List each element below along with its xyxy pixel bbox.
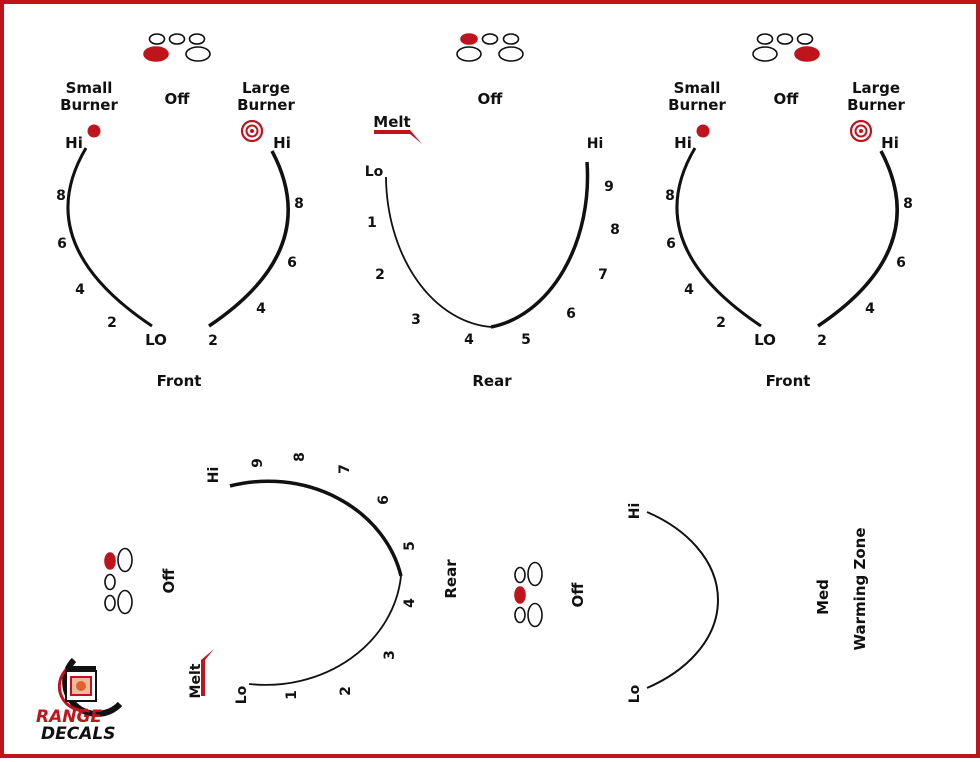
knob-rear-left: Off Melt Lo Hi 1 2 3 4 5 6 7 8 9 Rear (365, 33, 620, 390)
rear-left-arc-high (490, 161, 590, 329)
small-burner-dot-icon (696, 124, 710, 138)
logo-text: RANGE (36, 707, 102, 727)
knob-front-left: Small Burner Off Large Burner Hi Hi 8 6 … (56, 33, 304, 390)
rear-right-arc-high (229, 479, 403, 577)
scale-tick-label: 3 (382, 650, 398, 660)
off-label: Off (478, 90, 504, 108)
med-label: Med (814, 579, 832, 615)
off-label: Off (774, 90, 800, 108)
burner-indicator (143, 33, 211, 62)
scale-tick-label: 7 (337, 464, 353, 474)
large-burner-arc (208, 150, 290, 328)
small-burner-label: Burner (668, 96, 726, 114)
lo-label: LO (754, 331, 776, 349)
hi-label: Hi (206, 467, 222, 484)
position-label: Rear (472, 372, 512, 390)
scale-tick-label: 8 (610, 222, 620, 238)
position-label: Front (157, 372, 202, 390)
scale-tick-label: 2 (338, 686, 354, 696)
off-label: Off (165, 90, 191, 108)
small-burner-arc (675, 147, 762, 328)
scale-tick-label: 2 (375, 267, 385, 283)
small-burner-label: Small (66, 79, 113, 97)
large-burner-label: Large (242, 79, 290, 97)
scale-tick-label: 8 (294, 196, 304, 212)
large-burner-target-icon (240, 119, 264, 143)
scale-tick-label: 1 (367, 215, 377, 231)
large-burner-target-icon (849, 119, 873, 143)
melt-label: Melt (188, 663, 204, 698)
off-label: Off (569, 582, 587, 608)
scale-tick-label: 8 (665, 188, 675, 204)
warming-zone-title: Warming Zone (851, 528, 869, 651)
scale-tick-label: 4 (684, 282, 694, 298)
scale-tick-label: 8 (292, 452, 308, 462)
scale-tick-label: 5 (402, 541, 418, 551)
scale-tick-label: 2 (817, 333, 827, 349)
hi-label: Hi (587, 136, 604, 152)
lo-label: Lo (234, 685, 250, 704)
scale-tick-label: 6 (376, 495, 392, 505)
burner-indicator (456, 33, 524, 62)
melt-label: Melt (373, 113, 410, 131)
position-label: Front (766, 372, 811, 390)
warming-zone-arc (646, 511, 719, 689)
hi-label: Hi (674, 134, 692, 152)
scale-tick-label: 9 (250, 458, 266, 468)
scale-tick-label: 8 (903, 196, 913, 212)
scale-tick-label: 6 (896, 255, 906, 271)
scale-tick-label: 4 (865, 301, 875, 317)
range-decals-logo: RANGE DECALS (36, 657, 123, 744)
burner-indicator (514, 561, 543, 628)
large-burner-arc (817, 150, 899, 328)
small-burner-label: Burner (60, 96, 118, 114)
logo-text: DECALS (41, 724, 115, 744)
knob-front-right: Small Burner Off Large Burner Hi Hi 8 6 … (665, 33, 913, 390)
logo-swoosh-icon (57, 666, 89, 712)
scale-tick-label: 1 (284, 690, 300, 700)
lo-label: Lo (627, 684, 643, 703)
scale-tick-label: 4 (464, 332, 474, 348)
large-burner-label: Burner (847, 96, 905, 114)
scale-tick-label: 2 (107, 315, 117, 331)
burner-indicator (752, 33, 820, 62)
hi-label: Hi (273, 134, 291, 152)
scale-tick-label: 8 (56, 188, 66, 204)
scale-tick-label: 2 (716, 315, 726, 331)
position-label: Rear (442, 559, 460, 599)
knob-warming-zone: Off Hi Lo Med Warming Zone (514, 503, 869, 703)
rear-left-arc-low (385, 176, 492, 328)
rear-right-arc-low (248, 575, 402, 686)
large-burner-label: Large (852, 79, 900, 97)
lo-label: Lo (365, 164, 384, 180)
scale-tick-label: 5 (521, 332, 531, 348)
hi-label: Hi (627, 503, 643, 520)
small-burner-arc (66, 147, 153, 328)
knob-rear-right: Off Hi Melt Lo 1 2 3 4 5 6 7 8 9 Rear (104, 452, 460, 704)
melt-flag-icon (374, 130, 422, 144)
decal-canvas: Small Burner Off Large Burner Hi Hi 8 6 … (36, 33, 913, 744)
range-stove-icon (65, 666, 97, 702)
large-burner-label: Burner (237, 96, 295, 114)
hi-label: Hi (881, 134, 899, 152)
scale-tick-label: 4 (75, 282, 85, 298)
scale-tick-label: 3 (411, 312, 421, 328)
small-burner-label: Small (674, 79, 721, 97)
scale-tick-label: 7 (598, 267, 608, 283)
melt-flag-icon (201, 649, 214, 696)
burner-indicator (104, 547, 133, 615)
lo-label: LO (145, 331, 167, 349)
scale-tick-label: 4 (256, 301, 266, 317)
hi-label: Hi (65, 134, 83, 152)
scale-tick-label: 6 (287, 255, 297, 271)
off-label: Off (160, 568, 178, 594)
scale-tick-label: 2 (208, 333, 218, 349)
scale-tick-label: 6 (57, 236, 67, 252)
scale-tick-label: 6 (566, 306, 576, 322)
small-burner-dot-icon (87, 124, 101, 138)
scale-tick-label: 6 (666, 236, 676, 252)
scale-tick-label: 9 (604, 179, 614, 195)
scale-tick-label: 4 (402, 598, 418, 608)
